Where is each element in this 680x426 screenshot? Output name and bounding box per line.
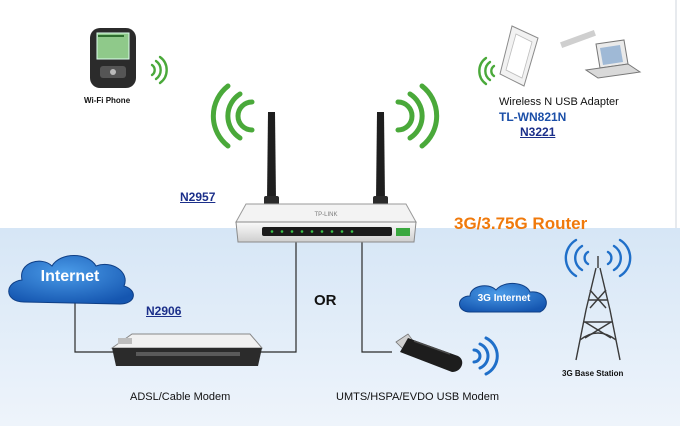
3g-internet-cloud-icon <box>459 283 547 313</box>
tower-wifi-waves-icon <box>564 238 632 278</box>
usb-adapter-title: Wireless N USB Adapter <box>499 96 619 108</box>
wifi-phone-icon <box>90 28 136 88</box>
usb-modem-icon <box>395 333 463 372</box>
router-brand-label: TP-LINK <box>314 212 337 218</box>
internet-cloud-label: Internet <box>40 268 100 285</box>
usb-adapter-model: TL-WN821N <box>499 110 567 124</box>
adsl-modem-label: ADSL/Cable Modem <box>130 391 231 403</box>
usb-adapter-icon <box>499 25 596 87</box>
internet-cloud-icon <box>8 255 134 305</box>
router-antenna-left <box>264 112 279 206</box>
usb-modem-wifi-waves-icon <box>472 336 499 376</box>
base-station-tower-icon <box>575 256 621 361</box>
connection-lines <box>74 238 392 353</box>
modem-code-link[interactable]: N2906 <box>146 304 182 318</box>
usb-adapter-code-link[interactable]: N3221 <box>520 125 556 139</box>
phone-wifi-waves-icon <box>150 55 168 85</box>
router-code-link[interactable]: N2957 <box>180 190 216 204</box>
wifi-phone-label: Wi-Fi Phone <box>84 96 131 105</box>
or-connector-label: OR <box>314 292 337 309</box>
router-title: 3G/3.75G Router <box>454 214 588 233</box>
router-wifi-waves-right-icon <box>395 83 440 149</box>
base-station-label: 3G Base Station <box>562 369 624 378</box>
3g-internet-label: 3G Internet <box>477 293 531 304</box>
router-wifi-waves-left-icon <box>210 83 255 149</box>
router-icon: TP-LINK <box>235 203 417 243</box>
laptop-icon <box>584 39 642 79</box>
router-antenna-right <box>373 112 388 206</box>
adapter-wifi-waves-icon <box>478 56 496 86</box>
usb-modem-label: UMTS/HSPA/EVDO USB Modem <box>336 391 499 403</box>
adsl-modem-icon <box>110 333 264 366</box>
